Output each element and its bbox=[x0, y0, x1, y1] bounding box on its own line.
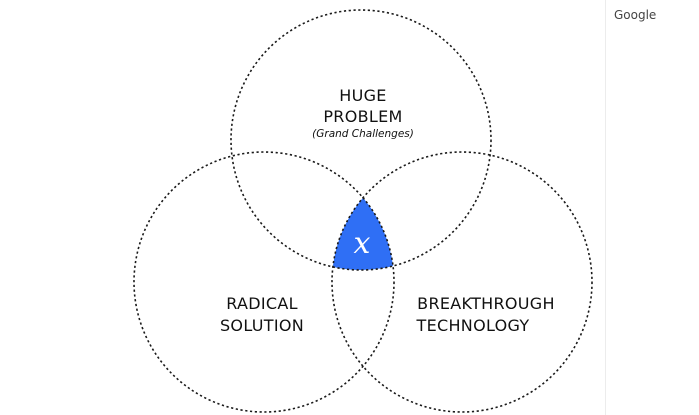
intersection-fill bbox=[332, 152, 394, 270]
brand-label: Google bbox=[614, 8, 657, 22]
side-panel: Google bbox=[605, 0, 699, 415]
huge-problem-label-line1: HUGE bbox=[339, 86, 386, 105]
breakthrough-technology-label-line1: BREAKTHROUGH bbox=[417, 294, 555, 313]
huge-problem-subtitle: (Grand Challenges) bbox=[312, 128, 414, 140]
breakthrough-technology-circle bbox=[331, 151, 593, 413]
intersection-region bbox=[332, 152, 394, 270]
venn-diagram: HUGE PROBLEM (Grand Challenges) RADICAL … bbox=[133, 9, 593, 413]
intersection-x-label: x bbox=[354, 226, 371, 261]
breakthrough-technology-label-line2: TECHNOLOGY bbox=[416, 316, 530, 335]
radical-solution-label-line2: SOLUTION bbox=[220, 316, 304, 335]
radical-solution-circle bbox=[133, 151, 395, 413]
radical-solution-label-line1: RADICAL bbox=[226, 294, 298, 313]
huge-problem-label-line2: PROBLEM bbox=[323, 107, 402, 126]
huge-problem-circle bbox=[230, 9, 492, 271]
venn-diagram-svg: HUGE PROBLEM (Grand Challenges) RADICAL … bbox=[133, 9, 593, 413]
